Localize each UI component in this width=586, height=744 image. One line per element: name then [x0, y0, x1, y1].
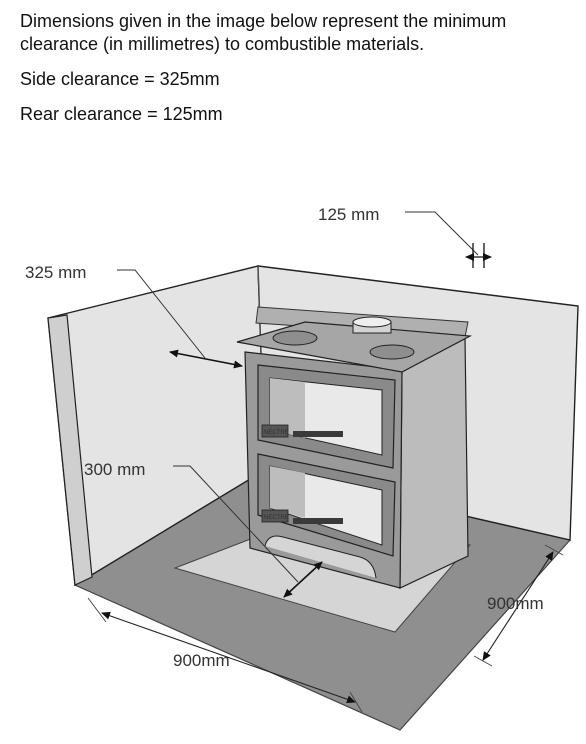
- lower-window-shade: [270, 466, 305, 518]
- flue-collar-top: [352, 316, 392, 328]
- rear-clearance-text: Rear clearance = 125mm: [20, 104, 223, 124]
- hot-plate-right: [369, 344, 415, 360]
- hearth-depth-tick-top: [544, 544, 564, 556]
- hearth-width-tick-right: [349, 691, 363, 713]
- front-clearance-dimension: 300 mm: [84, 460, 323, 598]
- rear-clearance-label: 125 mm: [318, 205, 379, 224]
- stove: NECTRE NECTRE: [236, 316, 473, 589]
- side-clearance-label: 325 mm: [25, 263, 86, 282]
- front-clearance-label: 300 mm: [84, 460, 145, 479]
- upper-brand-text: NECTRE: [264, 430, 289, 436]
- side-clearance-dimension: 325 mm: [25, 263, 243, 369]
- upper-window-shade: [270, 378, 305, 438]
- hearth-depth-dimension: 900mm: [473, 544, 564, 667]
- hearth-width-arrow: [101, 611, 356, 704]
- hearth-depth-label: 900mm: [487, 594, 544, 613]
- intro-line-1: Dimensions given in the image below repr…: [20, 11, 507, 31]
- upper-brand-plate: [261, 424, 289, 438]
- lower-brand-text: NECTRE: [264, 515, 289, 521]
- side-clearance-text: Side clearance = 325mm: [20, 69, 220, 89]
- hearth-width-tick-left: [87, 597, 107, 623]
- hearth-depth-arrow: [482, 551, 554, 661]
- stove-side-panel: [399, 336, 469, 589]
- intro-line-2: clearance (in millimetres) to combustibl…: [20, 34, 425, 54]
- hearth-width-dimension: 900mm: [87, 597, 363, 713]
- hearth-depth-tick-bottom: [473, 655, 493, 667]
- rear-leader-line: [405, 211, 479, 256]
- left-wall-edge: [47, 314, 93, 586]
- stove-base-cutout: [264, 535, 377, 579]
- intro-text: Dimensions given in the image below repr…: [20, 10, 580, 126]
- side-dimension-arrow: [169, 349, 243, 369]
- rear-clearance-dimension: 125 mm: [318, 205, 492, 268]
- hot-plate-left: [272, 330, 318, 346]
- side-leader-line: [117, 269, 206, 359]
- front-dimension-arrow: [283, 561, 323, 598]
- upper-control: [293, 431, 343, 437]
- front-leader-line: [173, 465, 299, 583]
- hearth-width-label: 900mm: [173, 651, 230, 670]
- lower-control: [293, 518, 343, 524]
- lower-brand-plate: [261, 509, 289, 523]
